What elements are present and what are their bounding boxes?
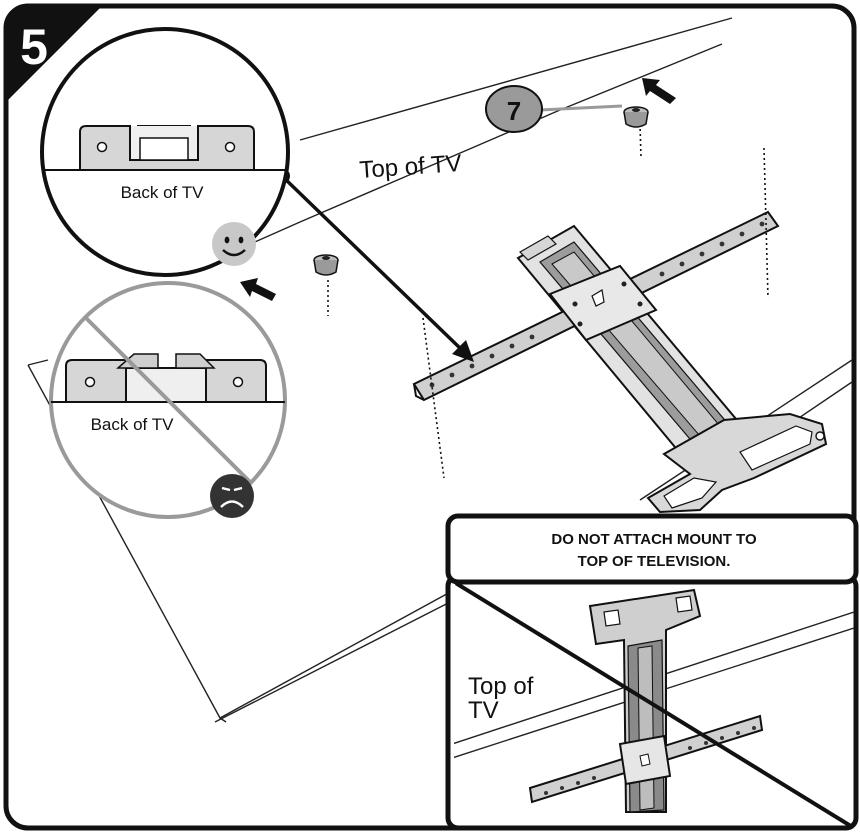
- correct-orientation-detail: Back of TV: [40, 27, 290, 277]
- step-badge: 5: [8, 8, 100, 100]
- warning-text-line1: DO NOT ATTACH MOUNT TO: [551, 531, 757, 548]
- happy-face-icon: [212, 222, 256, 266]
- warning-header: DO NOT ATTACH MOUNT TO TOP OF TELEVISION…: [445, 513, 859, 585]
- part-number: 7: [507, 96, 521, 126]
- part-callout: 7: [485, 85, 623, 133]
- spacer-top: [623, 106, 649, 128]
- spacer-left: [313, 254, 339, 276]
- step-number: 5: [20, 19, 48, 75]
- back-of-tv-label-correct: Back of TV: [121, 183, 204, 202]
- inset-top-of-tv-line1: Top of: [468, 673, 534, 700]
- sad-face-icon: [210, 474, 254, 518]
- wall-mount-assembly: [412, 210, 828, 514]
- push-arrow-icon: [642, 78, 676, 104]
- back-of-tv-label-incorrect: Back of TV: [91, 415, 174, 434]
- mount-center-plate: [548, 264, 658, 342]
- alignment-guides: [327, 123, 769, 479]
- incorrect-orientation-detail: Back of TV: [49, 281, 287, 519]
- warning-text-line2: TOP OF TELEVISION.: [578, 553, 731, 570]
- push-arrow-icon: [240, 278, 276, 301]
- inset-top-of-tv-line2: TV: [468, 697, 499, 724]
- warning-inset: Top of TV: [445, 573, 859, 831]
